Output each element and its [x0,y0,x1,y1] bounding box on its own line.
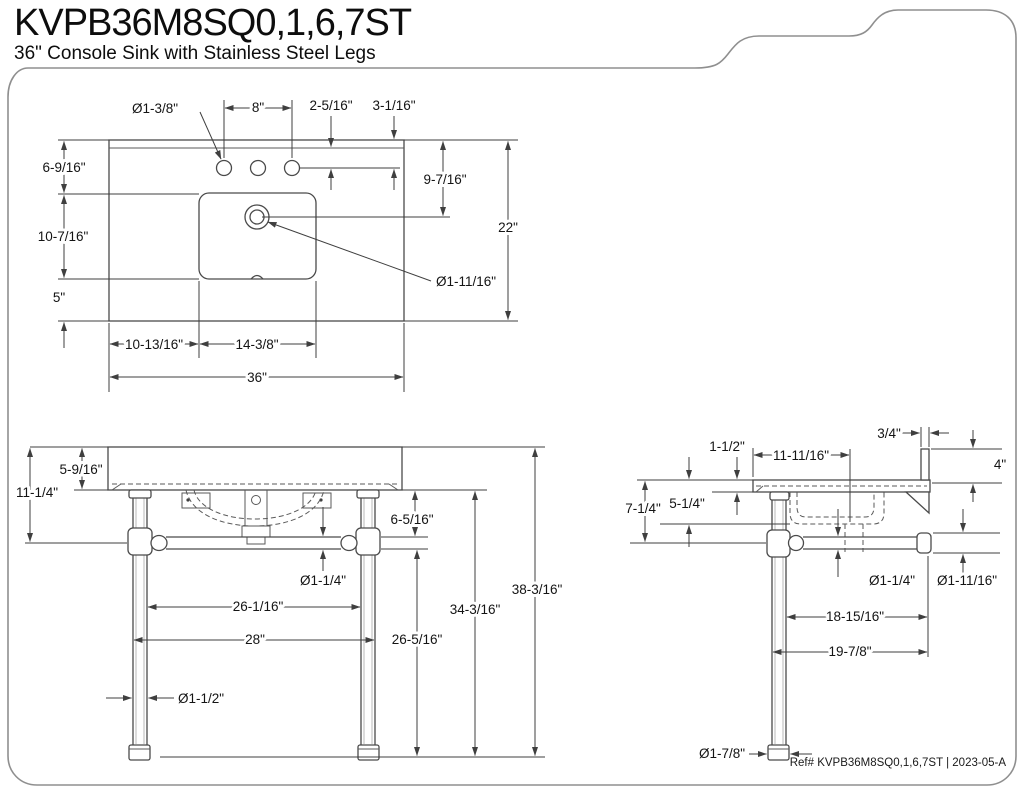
dim-overall-height: 38-3/16" [160,446,565,758]
dim-label: 38-3/16" [512,582,563,597]
dim-label: 34-3/16" [450,602,501,617]
dim-overall-depth: 22" [404,141,521,322]
side-view: 3/4" 4" 1-1/2" 11-11/16" 7-1/4" [622,423,1009,764]
dim-basin-to-front-edge: 5" [50,287,109,348]
dim-back-to-drain-center: 9-7/16" [262,139,518,218]
dim-outer-leg-spacing: 28" [133,629,375,650]
dim-label: 10-13/16" [125,337,183,352]
dim-top-to-crossbar: 11-1/4" [13,448,127,544]
reference-number: Ref# KVPB36M8SQ0,1,6,7ST | 2023-05-A [790,757,1007,769]
dim-top-to-basin-bottom: 5-1/4" [660,457,790,547]
dim-hole-spacing: 8" [223,97,293,158]
dim-label: Ø1-1/4" [869,573,915,588]
dim-label: 28" [245,632,265,647]
dim-label: 26-1/16" [233,599,284,614]
dim-crossbar-to-floor: 26-5/16" [381,548,445,756]
dim-countertop-thickness: 1-1/2" [637,436,753,515]
dim-label: 2-5/16" [309,98,352,113]
dim-top-to-crossbar-side: 7-1/4" [622,481,766,544]
dim-crossbar-diameter-side: Ø1-1/4" [835,509,918,591]
dim-faucet-hole-diameter: Ø1-3/8" [129,98,222,160]
dim-crossbar-diameter-front: Ø1-1/4" [297,507,349,591]
dim-left-edge-to-basin: 10-13/16" [108,281,200,392]
dim-splash-front-to-hole: 2-5/16" [306,95,356,190]
dim-label: 6-9/16" [42,160,85,175]
countertop-front [107,446,403,491]
dim-label: 14-3/8" [235,337,278,352]
dim-drain-diameter: Ø1-11/16" [267,221,499,292]
dim-label: 8" [252,100,265,115]
basin-outline [198,192,317,280]
dim-label: Ø1-11/16" [937,573,997,588]
dim-label: 1-1/2" [709,439,745,454]
backsplash-side [904,448,930,515]
dim-label: 6-5/16" [390,512,433,527]
dim-inner-leg-spacing: 26-1/16" [147,596,361,617]
dim-foot-diameter: Ø1-7/8" [696,743,812,764]
dim-crossbar-end-diameter: Ø1-11/16" [933,509,1000,591]
dim-crossbar-length: 18-15/16" [786,556,929,657]
crossbar-end-cap [916,532,932,554]
dim-label: 22" [498,220,518,235]
dim-leg-top-to-crossbar: 6-5/16" [381,489,487,538]
dim-backsplash-height: 4" [931,430,1009,502]
legs-front [127,489,381,761]
splash-bracket [904,491,930,515]
countertop-outline [108,139,405,322]
faucet-holes [215,159,301,177]
dim-overall-leg-depth: 19-7/8" [772,641,928,662]
dim-basin-width: 14-3/8" [199,281,317,358]
foot-side [767,744,790,761]
dim-label: 9-7/16" [423,172,466,187]
dim-label: 5-1/4" [669,496,705,511]
header: KVPB36M8SQ0,1,6,7ST 36" Console Sink wit… [14,2,413,64]
dim-backsplash-thickness: 3/4" [874,423,949,447]
dim-basin-front-to-back: 10-7/16" [35,195,199,280]
page-title: KVPB36M8SQ0,1,6,7ST [14,2,412,44]
dim-label: 3/4" [877,426,901,441]
dim-label: 10-7/16" [38,229,89,244]
sheet-border [7,9,1017,786]
dim-overall-width: 36" [109,323,405,392]
dim-label: 26-5/16" [392,632,443,647]
countertop-side [752,479,931,493]
dim-label: 7-1/4" [625,501,661,516]
dim-label: 18-15/16" [826,609,884,624]
dim-apron-height: 5-9/16" [30,446,108,491]
front-view: 5-9/16" 11-1/4" 6-5/16" Ø1-1/4" 26-1/16"… [13,446,565,761]
dim-label: 3-1/16" [372,98,415,113]
dim-label: 11-11/16" [773,448,829,463]
leg-side [766,491,932,761]
dim-label: 4" [994,457,1007,472]
dim-label: Ø1-1/2" [178,691,224,706]
dim-leg-diameter: Ø1-1/2" [106,688,227,709]
right-foot [357,744,380,761]
dim-front-to-drain: 11-11/16" [752,445,851,522]
top-view: 6-9/16" 10-7/16" 5" 8" Ø1-3/8" 2-5/16" [35,95,521,392]
left-foot [128,744,151,761]
dim-label: Ø1-7/8" [699,746,745,761]
dim-label: Ø1-11/16" [436,274,496,289]
dim-label: Ø1-3/8" [132,101,178,116]
page-subtitle: 36" Console Sink with Stainless Steel Le… [14,43,376,64]
dim-back-edge-to-hole: 3-1/16" [299,95,419,190]
dim-label: Ø1-1/4" [300,573,346,588]
dim-label: 5" [53,290,66,305]
dim-back-to-basin-top: 6-9/16" [39,139,199,195]
dim-leg-height: 34-3/16" [447,491,503,756]
dim-label: 19-7/8" [828,644,871,659]
dim-label: 11-1/4" [16,485,58,500]
dim-label: 36" [247,370,267,385]
dim-label: 5-9/16" [59,462,102,477]
